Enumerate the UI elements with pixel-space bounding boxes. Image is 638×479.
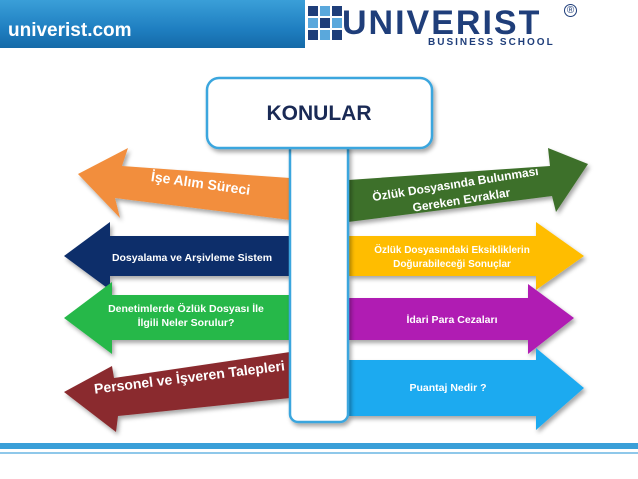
left-arrow-3-shape [64,282,290,354]
left-arrow-2-label: Dosyalama ve Arşivleme Sistem [112,252,272,264]
left-arrow-3-label-line2: İlgili Neler Sorulur? [138,316,235,329]
center-column [288,140,350,424]
logo-grid-icon [308,6,342,40]
registered-mark-icon: ® [564,4,577,17]
left-arrow-3-label-line1: Denetimlerde Özlük Dosyası İle [108,302,264,315]
left-arrow-2[interactable]: Dosyalama ve Arşivleme Sistem [64,222,290,290]
right-arrow-2-label-line2: Doğurabileceği Sonuçlar [393,259,511,270]
bottom-bar [0,443,638,449]
left-arrow-1[interactable]: İşe Alım Süreci [78,148,290,220]
left-arrow-2-shape [64,222,290,290]
univerist-logo: UNIVERIST BUSINESS SCHOOL ® [306,2,584,52]
left-arrow-4[interactable]: Personel ve İşveren Talepleri [64,352,290,432]
bottom-line [0,452,638,454]
topics-diagram: İşe Alım Süreci Dosyalama ve Arşivleme S… [64,76,588,432]
left-arrow-1-shape [78,148,290,220]
right-arrow-1-shape [348,148,588,222]
left-arrow-4-shape [64,352,290,432]
right-arrow-3-shape [348,284,574,354]
right-arrow-4-label: Puantaj Nedir ? [409,382,486,394]
right-arrow-1[interactable]: Özlük Dosyasında Bulunması Gereken Evrak… [348,148,588,222]
right-arrow-4-shape [348,348,584,430]
logo-word: UNIVERIST [342,4,542,42]
header-band: univerist.com [0,0,305,48]
right-arrow-2-label-line1: Özlük Dosyasındaki Eksikliklerin [374,243,530,256]
right-arrow-2-shape [348,222,584,290]
right-arrow-2[interactable]: Özlük Dosyasındaki Eksikliklerin Doğurab… [348,222,584,290]
right-arrow-3-label: İdari Para Cezaları [406,313,497,326]
logo-subtitle: BUSINESS SCHOOL [428,37,555,48]
right-arrow-3[interactable]: İdari Para Cezaları [348,284,574,354]
left-arrow-3[interactable]: Denetimlerde Özlük Dosyası İle İlgili Ne… [64,282,290,354]
title-box-shape [205,76,434,150]
title-text: KONULAR [267,102,372,125]
right-arrow-4[interactable]: Puantaj Nedir ? [348,348,584,430]
site-url[interactable]: univerist.com [8,20,132,41]
title-box: KONULAR [205,76,434,150]
